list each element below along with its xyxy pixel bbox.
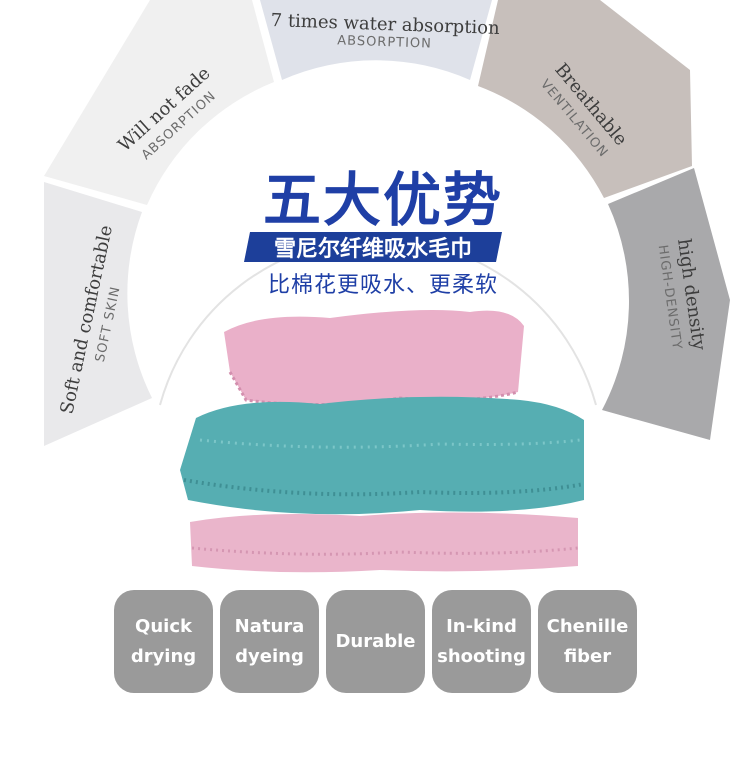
segment-fade [44, 0, 274, 205]
segment-breathable [478, 0, 692, 198]
badge-chenille-fiber: Chenille fiber [538, 590, 637, 693]
towel-stack-image [180, 310, 585, 573]
feature-badges: Quick drying Natura dyeing Durable In-ki… [114, 590, 637, 693]
ribbon-text: 雪尼尔纤维吸水毛巾 [274, 236, 472, 262]
segment-density [602, 168, 730, 440]
badge-in-kind-shooting: In-kind shooting [432, 590, 531, 693]
badge-durable: Durable [326, 590, 425, 693]
segment-subtitle: ABSORPTION [337, 33, 432, 51]
badge-natural-dyeing: Natura dyeing [220, 590, 319, 693]
tagline: 比棉花更吸水、更柔软 [268, 273, 498, 298]
ribbon-banner [244, 232, 502, 262]
badge-quick-drying: Quick drying [114, 590, 213, 693]
segment-soft [44, 182, 152, 446]
headline: 五大优势 [263, 166, 503, 234]
segment-absorption [260, 0, 492, 80]
